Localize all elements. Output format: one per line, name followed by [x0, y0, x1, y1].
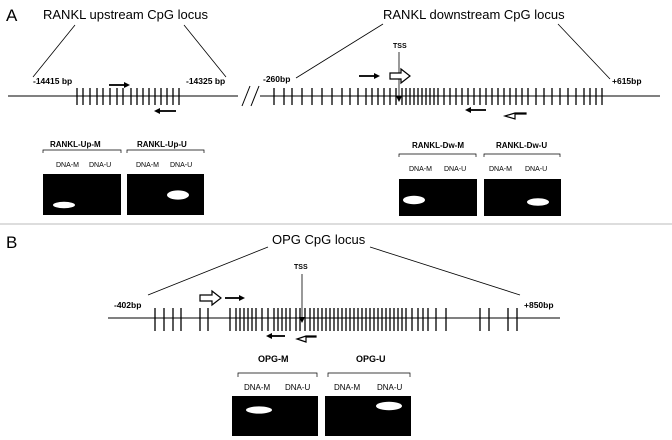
primer-forward-arrow: [225, 295, 245, 301]
lane-label: DNA-U: [170, 162, 192, 169]
gel-title: RANKL-Up-U: [137, 140, 187, 149]
gel-title: RANKL-Dw-U: [496, 141, 547, 150]
gel-image: [484, 179, 561, 216]
gel-image: [232, 396, 318, 436]
lane-label: DNA-U: [525, 166, 547, 173]
zoom-line-right: [557, 23, 611, 80]
rankl-upstream-title: RANKL upstream CpG locus: [43, 7, 208, 22]
cpg-sites-downstream: [273, 88, 603, 105]
gel-rankl-dw-m: RANKL-Dw-M DNA-M DNA-U: [398, 141, 477, 216]
gel-title: RANKL-Up-M: [50, 140, 101, 149]
lane-label: DNA-U: [89, 162, 111, 169]
lane-label: DNA-M: [334, 383, 361, 392]
gel-rankl-up-m: RANKL-Up-M DNA-M DNA-U: [42, 140, 122, 215]
gel-band: [376, 401, 402, 411]
rankl-upstream-start-coord: -14415 bp: [33, 76, 72, 86]
primer-reverse-arrow: [465, 107, 486, 113]
gel-rankl-dw-u: RANKL-Dw-U DNA-M DNA-U: [483, 141, 561, 216]
gel-title: OPG-M: [258, 354, 289, 364]
lane-label: DNA-M: [489, 166, 512, 173]
rankl-downstream-end-coord: +615bp: [612, 76, 642, 86]
rankl-upstream-locus: RANKL upstream CpG locus -14415 bp -1432…: [32, 7, 227, 114]
lane-label: DNA-U: [285, 383, 311, 392]
gel-band: [53, 201, 75, 209]
lane-label: DNA-M: [136, 162, 159, 169]
gel-opg-u: OPG-U DNA-M DNA-U: [325, 354, 411, 436]
panel-b-label: B: [6, 233, 17, 252]
primer-forward-arrow: [109, 82, 130, 88]
gel-band: [403, 195, 425, 205]
zoom-line-right: [369, 246, 521, 296]
rankl-upstream-end-coord: -14325 bp: [186, 76, 225, 86]
lane-label: DNA-U: [444, 166, 466, 173]
bisulfite-primer-reverse-arrow: [295, 335, 317, 343]
lane-label: DNA-M: [244, 383, 271, 392]
opg-end-coord: +850bp: [524, 300, 554, 310]
rankl-downstream-start-coord: -260bp: [263, 74, 290, 84]
gel-band: [167, 190, 189, 200]
lane-label: DNA-U: [377, 383, 403, 392]
opg-start-coord: -402bp: [114, 300, 141, 310]
bisulfite-primer-reverse-arrow: [502, 112, 527, 120]
primer-reverse-arrow: [154, 108, 176, 114]
primer-forward-arrow: [359, 73, 380, 79]
zoom-line-left: [295, 23, 384, 79]
gel-band: [527, 198, 549, 206]
panel-a-label: A: [6, 6, 18, 25]
gel-opg-m: OPG-M DNA-M DNA-U: [232, 354, 318, 436]
gel-image: [43, 174, 121, 215]
tss-label-a: TSS: [393, 43, 407, 50]
primer-reverse-arrow: [266, 333, 285, 339]
zoom-line-right: [183, 24, 227, 78]
gel-title: RANKL-Dw-M: [412, 141, 464, 150]
gel-title: OPG-U: [356, 354, 386, 364]
rankl-downstream-title: RANKL downstream CpG locus: [383, 7, 565, 22]
opg-locus-title: OPG CpG locus: [272, 232, 366, 247]
axis-break-marks: [241, 85, 260, 107]
cpg-sites-opg: [154, 308, 518, 331]
gel-rankl-up-u: RANKL-Up-U DNA-M DNA-U: [126, 140, 205, 215]
zoom-line-left: [32, 24, 76, 78]
gel-band: [246, 406, 272, 414]
tss-label-b: TSS: [294, 264, 308, 271]
lane-label: DNA-M: [56, 162, 79, 169]
gel-image: [127, 174, 204, 215]
lane-label: DNA-M: [409, 166, 432, 173]
opg-locus: OPG CpG locus -402bp +850bp TSS: [108, 232, 560, 343]
bisulfite-primer-forward-arrow: [199, 289, 222, 307]
zoom-line-left: [147, 246, 269, 296]
rankl-downstream-locus: RANKL downstream CpG locus -260bp +615bp…: [263, 7, 642, 120]
gel-image: [325, 396, 411, 436]
bisulfite-primer-forward-arrow: [389, 67, 411, 85]
